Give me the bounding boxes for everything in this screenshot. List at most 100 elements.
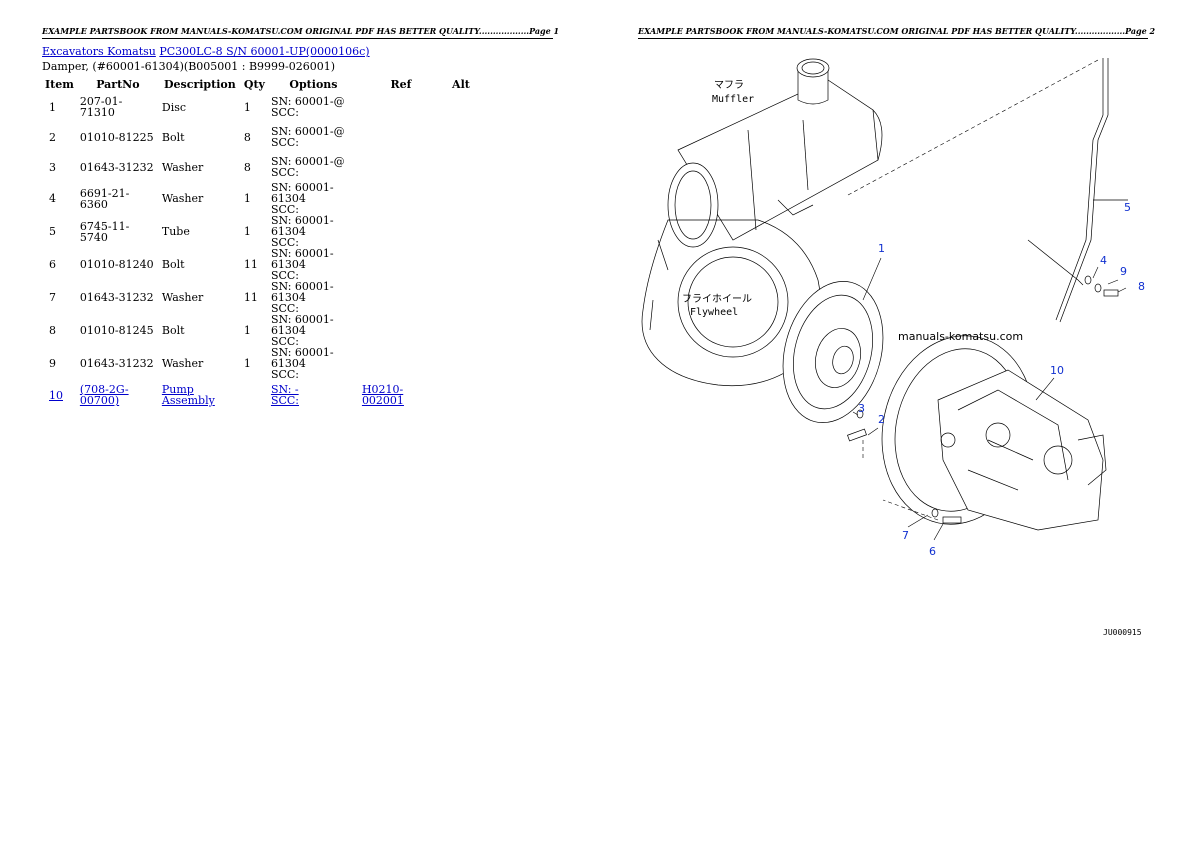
callout-1: 1 xyxy=(878,242,885,255)
cell-alt xyxy=(443,281,479,314)
cell-ref xyxy=(359,215,443,248)
cell-qty: 1 xyxy=(243,324,251,337)
cell-partno: 6745-11-5740 xyxy=(79,219,130,244)
cell-qty: 8 xyxy=(243,130,251,144)
cell-options: SN: 60001-@SCC: xyxy=(268,152,359,182)
cell-item: 7 xyxy=(49,291,56,304)
cell-alt xyxy=(443,92,479,122)
cell-item: 6 xyxy=(49,258,56,271)
cell-item: 3 xyxy=(49,160,56,174)
cell-description: Washer xyxy=(161,160,204,174)
breadcrumb-model-link[interactable]: PC300LC-8 S/N 60001-UP(0000106c) xyxy=(159,45,370,58)
options-sn: SN: 60001-61304 xyxy=(270,346,334,370)
cell-partno: 01010-81245 xyxy=(79,324,154,337)
cell-alt xyxy=(443,248,479,281)
options-scc: SCC: xyxy=(270,166,300,179)
cell-qty: 1 xyxy=(243,100,251,114)
cell-partno: 01643-31232 xyxy=(79,160,154,174)
cell-qty: 8 xyxy=(243,160,251,174)
options-scc: SCC: xyxy=(270,106,300,119)
callout-7: 7 xyxy=(902,529,909,542)
cell-ref xyxy=(359,248,443,281)
cell-description: Washer xyxy=(161,357,204,370)
cell-alt xyxy=(443,314,479,347)
cell-description: Tube xyxy=(161,225,190,238)
column-header-options: Options xyxy=(289,77,338,91)
cell-alt xyxy=(443,182,479,215)
cell-item: 4 xyxy=(49,192,56,205)
cell-ref xyxy=(359,122,443,152)
cell-description: Disc xyxy=(161,100,187,114)
cell-partno: 01010-81240 xyxy=(79,258,154,271)
parts-table: Item PartNo Description Qty Options Ref … xyxy=(42,76,479,410)
options-scc: SCC: xyxy=(270,269,300,282)
page-header-1: EXAMPLE PARTSBOOK FROM MANUALS-KOMATSU.C… xyxy=(42,26,559,39)
cell-alt xyxy=(443,347,479,380)
cell-options: SN: 60001-@SCC: xyxy=(268,92,359,122)
flywheel-housing-drawing xyxy=(641,219,822,386)
column-header-item: Item xyxy=(45,77,74,91)
callout-3: 3 xyxy=(858,402,865,415)
column-header-alt: Alt xyxy=(452,77,470,91)
cell-options: SN: -SCC: xyxy=(268,380,359,410)
callout-5: 5 xyxy=(1124,201,1131,214)
callout-8: 8 xyxy=(1138,280,1145,293)
cell-ref: H0210-002001 xyxy=(359,380,443,410)
options-scc: SCC: xyxy=(270,368,300,381)
cell-item: 8 xyxy=(49,324,56,337)
options-scc: SCC: xyxy=(270,335,300,348)
column-header-ref: Ref xyxy=(390,77,412,91)
breadcrumb-excavators-link[interactable]: Excavators Komatsu xyxy=(42,45,156,58)
options-sn: SN: 60001-61304 xyxy=(270,280,334,304)
options-sn: SN: 60001-61304 xyxy=(270,247,334,271)
column-header-qty: Qty xyxy=(243,77,265,91)
cell-qty xyxy=(241,380,268,410)
cell-partno: 01643-31232 xyxy=(79,357,154,370)
exploded-parts-diagram: マフラ Muffler フライホイール Flywheel manuals-kom… xyxy=(641,58,1145,637)
ref-link[interactable]: H0210-002001 xyxy=(361,383,404,407)
cell-qty: 1 xyxy=(243,357,251,370)
cell-item: 1 xyxy=(49,100,56,114)
dashed-leader-lines xyxy=(847,59,1099,521)
table-row: 2 01010-81225 Bolt 8 SN: 60001-@SCC: xyxy=(42,122,479,152)
table-row: 1 207-01-71310 Disc 1 SN: 60001-@SCC: xyxy=(42,92,479,122)
description-link[interactable]: Pump Assembly xyxy=(161,383,215,407)
item-link[interactable]: 10 xyxy=(49,388,63,402)
options-scc: SCC: xyxy=(270,203,300,216)
callout-4: 4 xyxy=(1100,254,1107,267)
callout-leaders xyxy=(852,257,1127,541)
watermark-text: manuals-komatsu.com xyxy=(898,330,1023,343)
cell-partno: 207-01-71310 xyxy=(79,95,123,119)
cell-partno: (708-2G-00700) xyxy=(77,380,159,410)
options-scc: SCC: xyxy=(270,302,300,315)
cell-ref xyxy=(359,92,443,122)
options-scc-link[interactable]: SCC: xyxy=(270,394,300,407)
cell-alt xyxy=(443,122,479,152)
cell-description: Pump Assembly xyxy=(159,380,241,410)
column-header-description: Description xyxy=(164,77,236,91)
options-sn-link[interactable]: SN: - xyxy=(270,383,299,396)
cell-partno: 6691-21-6360 xyxy=(79,186,130,211)
options-sn: SN: 60001-@ xyxy=(270,125,345,138)
options-sn: SN: 60001-61304 xyxy=(270,181,334,205)
tube-drawing xyxy=(1055,58,1128,323)
cell-options: SN: 60001-@SCC: xyxy=(268,122,359,152)
cell-qty: 11 xyxy=(243,291,258,304)
flywheel-label: Flywheel xyxy=(690,307,738,318)
damper-disc-drawing xyxy=(782,281,884,423)
table-row: 3 01643-31232 Washer 8 SN: 60001-@SCC: xyxy=(42,152,479,182)
breadcrumb: Excavators Komatsu PC300LC-8 S/N 60001-U… xyxy=(42,45,370,58)
cell-item: 5 xyxy=(49,225,56,238)
partno-link[interactable]: (708-2G-00700) xyxy=(79,383,129,407)
cell-ref xyxy=(359,314,443,347)
flywheel-jp-label: フライホイール xyxy=(682,293,752,305)
cell-ref xyxy=(359,152,443,182)
cell-description: Washer xyxy=(161,291,204,304)
